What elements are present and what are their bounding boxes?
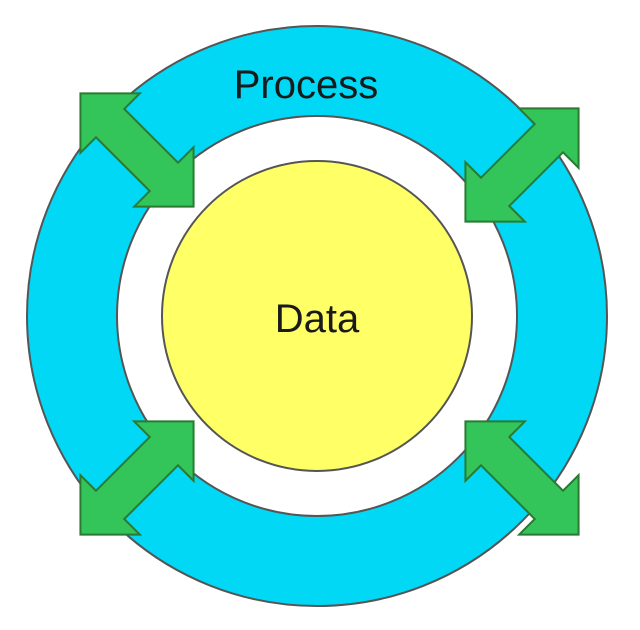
process-label: Process bbox=[234, 63, 379, 107]
data-circle bbox=[161, 160, 473, 472]
data-label: Data bbox=[275, 297, 360, 341]
